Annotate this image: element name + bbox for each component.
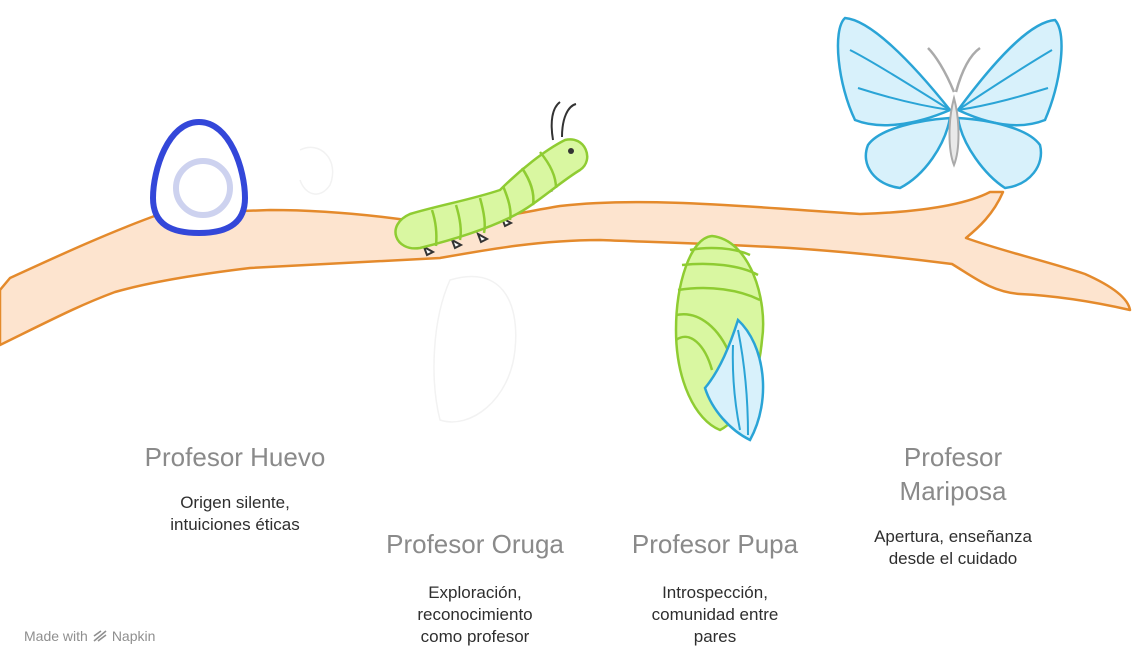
stage-description-oruga: Exploración, reconocimiento como profeso… [370, 582, 580, 648]
stage-description-pupa: Introspección, comunidad entre pares [610, 582, 820, 648]
stage-description-mariposa: Apertura, enseñanza desde el cuidado [838, 526, 1068, 570]
stage-title-huevo: Profesor Huevo [110, 440, 360, 474]
stage-description-huevo: Origen silente, intuiciones éticas [130, 492, 340, 536]
made-with-napkin: Made with Napkin [24, 628, 155, 644]
pupa-icon [676, 236, 763, 440]
butterfly-icon [838, 18, 1062, 188]
footer-prefix: Made with [24, 628, 88, 644]
egg-icon [153, 122, 245, 233]
stage-title-mariposa: Profesor Mariposa [828, 440, 1078, 508]
faint-sketch [300, 147, 516, 422]
napkin-logo-icon [92, 629, 108, 643]
footer-brand: Napkin [112, 628, 156, 644]
stage-title-pupa: Profesor Pupa [590, 527, 840, 561]
stage-title-oruga: Profesor Oruga [350, 527, 600, 561]
